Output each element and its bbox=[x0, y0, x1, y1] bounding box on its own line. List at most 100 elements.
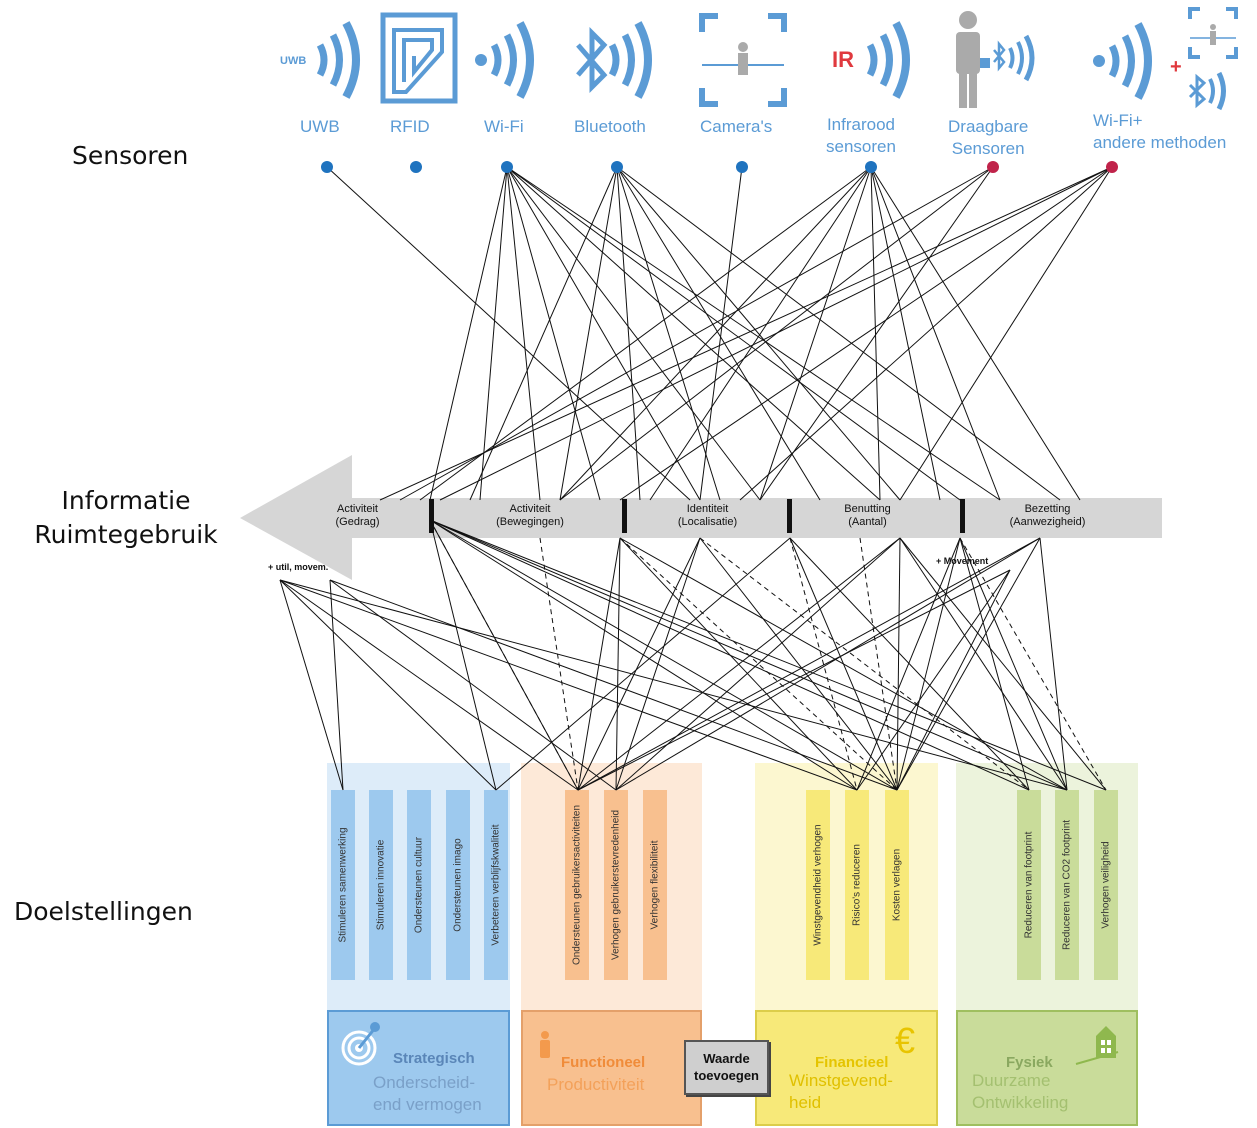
connection-line bbox=[506, 166, 601, 501]
connection-line bbox=[429, 519, 579, 791]
sensor-label-wifi-plus: Wi-Fi+andere methoden bbox=[1093, 111, 1227, 152]
goal-bar: Stimuleren innovatie bbox=[369, 790, 393, 980]
connection-line bbox=[429, 519, 898, 791]
connection-line bbox=[439, 166, 1113, 501]
connection-line bbox=[870, 166, 1081, 501]
connection-line bbox=[896, 569, 1011, 791]
connection-line bbox=[577, 537, 701, 791]
connection-line bbox=[789, 537, 898, 791]
combined-methods-icon: + bbox=[1093, 7, 1238, 111]
bluetooth-icon bbox=[576, 21, 652, 99]
connection-line bbox=[495, 537, 791, 791]
connection-line bbox=[577, 537, 901, 791]
sensor-dot bbox=[410, 161, 422, 173]
category-subtitle-strategic: Onderscheid-end vermogen bbox=[373, 1073, 482, 1114]
connection-line bbox=[616, 166, 1061, 501]
wearable-person-icon bbox=[956, 11, 1035, 108]
category-strategic: Strategisch Onderscheid-end vermogen bbox=[327, 1010, 510, 1126]
sensor-label-bluetooth: Bluetooth bbox=[574, 117, 646, 136]
svg-text:UWB: UWB bbox=[280, 55, 306, 67]
connection-line bbox=[506, 166, 881, 501]
connection-line bbox=[896, 537, 961, 791]
connection-line bbox=[789, 537, 1030, 791]
goal-bar: Ondersteunen gebruikersactiviteiten bbox=[565, 790, 589, 980]
connection-line bbox=[959, 537, 1107, 791]
goal-bar: Reduceren van CO2 footprint bbox=[1055, 790, 1079, 980]
connection-line bbox=[326, 166, 691, 501]
connection-line bbox=[899, 537, 1068, 791]
connection-line bbox=[615, 537, 701, 791]
sensor-label-rfid: RFID bbox=[390, 117, 430, 136]
sensor-dot bbox=[501, 161, 513, 173]
camera-frame-icon bbox=[699, 13, 787, 107]
svg-text:+: + bbox=[1170, 56, 1182, 78]
connection-line bbox=[896, 537, 1041, 791]
segment-identity: Identiteit(Localisatie) bbox=[677, 503, 738, 528]
connection-line bbox=[539, 537, 579, 791]
connection-line bbox=[789, 537, 858, 791]
infrared-icon: IR bbox=[832, 21, 910, 99]
connection-line bbox=[616, 166, 821, 501]
category-title-strategic: Strategisch bbox=[393, 1050, 475, 1067]
category-functional: Functioneel Productiviteit bbox=[521, 1010, 702, 1126]
connection-line bbox=[577, 537, 1041, 791]
connection-line bbox=[279, 579, 344, 791]
sensor-dot bbox=[1106, 161, 1118, 173]
connection-line bbox=[896, 537, 901, 791]
svg-text:IR: IR bbox=[832, 47, 854, 72]
segment-activity-movements: Activiteit(Bewegingen) bbox=[496, 503, 564, 528]
connection-line bbox=[616, 166, 641, 501]
category-financial: € Financieel Winstgevend-heid bbox=[755, 1010, 938, 1126]
connection-line bbox=[859, 537, 898, 791]
connection-line bbox=[429, 166, 508, 501]
connection-line bbox=[739, 166, 1113, 501]
connection-line bbox=[577, 569, 1011, 791]
connection-line bbox=[899, 166, 1113, 501]
segment-activity-behaviour: Activiteit(Gedrag) bbox=[335, 503, 380, 528]
person-icon bbox=[540, 1031, 550, 1058]
rfid-tag-icon bbox=[380, 12, 458, 104]
row-label-info-line2: Ruimtegebruik bbox=[34, 520, 218, 549]
category-subtitle-financial: Winstgevend-heid bbox=[789, 1071, 893, 1112]
connection-line bbox=[699, 166, 743, 501]
connection-line bbox=[506, 166, 541, 501]
sensor-dot bbox=[321, 161, 333, 173]
connection-line bbox=[870, 166, 941, 501]
connection-line bbox=[856, 569, 1011, 791]
connection-line bbox=[615, 537, 621, 791]
goal-bar: Verhogen flexibiliteit bbox=[643, 790, 667, 980]
segment-occupancy: Bezetting(Aanwezigheid) bbox=[1009, 503, 1086, 528]
connection-line bbox=[615, 537, 901, 791]
segment-utilization: Benutting(Aantal) bbox=[844, 503, 891, 528]
connection-line bbox=[649, 166, 872, 501]
category-subtitle-functional: Productiviteit bbox=[547, 1075, 645, 1094]
connection-line bbox=[870, 166, 1001, 501]
connection-line bbox=[479, 166, 508, 501]
connection-line bbox=[506, 166, 961, 501]
connection-line bbox=[506, 166, 701, 501]
connection-line bbox=[279, 579, 497, 791]
sensor-label-uwb: UWB bbox=[300, 117, 340, 136]
sensor-dot bbox=[865, 161, 877, 173]
connection-line bbox=[279, 579, 1068, 791]
sensor-dot bbox=[736, 161, 748, 173]
connection-line bbox=[329, 579, 898, 791]
goal-bar: Verhogen veiligheid bbox=[1094, 790, 1118, 980]
goal-bar: Ondersteunen cultuur bbox=[407, 790, 431, 980]
goal-bar: Risico's reduceren bbox=[845, 790, 869, 980]
note-util-movement: + util, movem. bbox=[268, 562, 329, 572]
connection-line bbox=[506, 166, 1001, 501]
goal-bar: Kosten verlagen bbox=[885, 790, 909, 980]
sensor-label-cameras: Camera's bbox=[700, 117, 773, 136]
category-title-physical: Fysiek bbox=[1006, 1054, 1053, 1071]
goal-bar: Ondersteunen imago bbox=[446, 790, 470, 980]
connection-line bbox=[959, 537, 1030, 791]
connection-line bbox=[619, 166, 1113, 501]
connection-line bbox=[279, 579, 579, 791]
connection-line bbox=[759, 166, 872, 501]
